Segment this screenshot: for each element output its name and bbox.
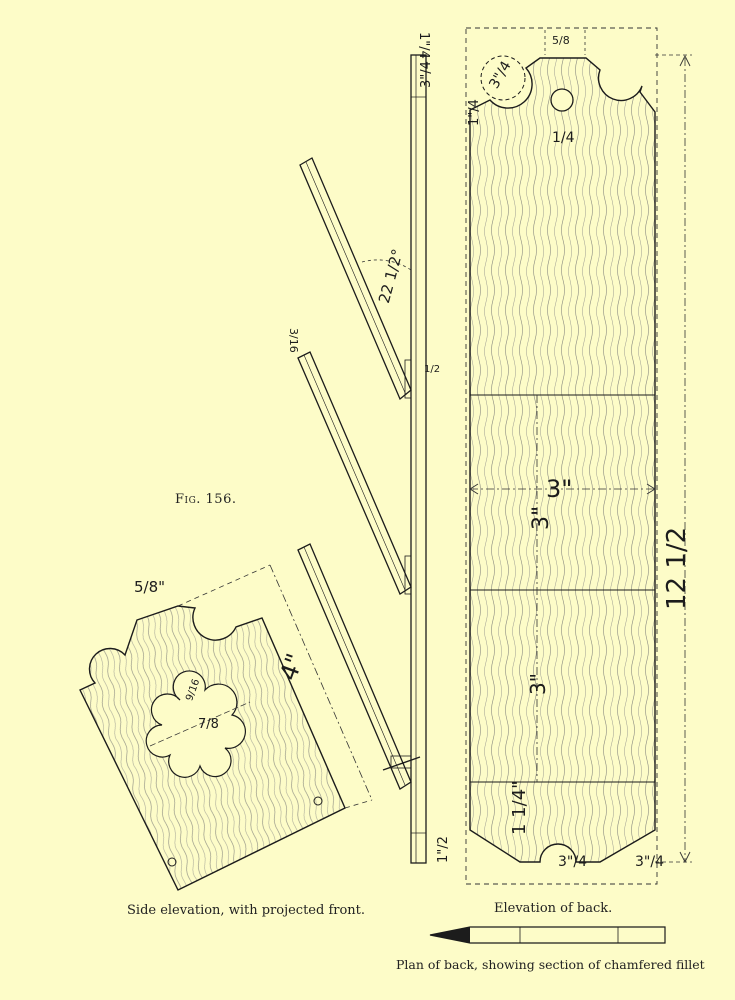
quatrefoil-opening <box>145 670 246 778</box>
dim-three-quarter-hole: 3"/4 <box>486 58 514 91</box>
dim-five-eighths-front: 5/8" <box>134 578 165 596</box>
dim-quarter-top: 1"/4 <box>416 32 431 59</box>
hang-hole <box>550 88 574 112</box>
dim-angle: 22 1/2° <box>375 247 407 305</box>
top-left-notch-circle <box>480 55 526 101</box>
caption-elevation-back: Elevation of back. <box>494 901 613 916</box>
caption-plan-back: Plan of back, showing section of chamfer… <box>396 957 705 972</box>
back-section-board <box>410 54 427 864</box>
screw-hole <box>313 796 323 806</box>
dim-half-bottom: 1"/2 <box>436 836 451 863</box>
dim-three-vertical-b: 3" <box>526 673 550 695</box>
dim-three-horizontal: 3" <box>546 475 572 503</box>
back-elevation <box>465 27 692 885</box>
dim-one-quarter-bottom: 1 1/4" <box>509 781 530 835</box>
screw-hole <box>167 857 177 867</box>
dim-quarter-hole: 1/4 <box>552 130 575 146</box>
dim-half-small: 1/2 <box>424 364 440 375</box>
dim-seven-eighths: 7/8 <box>198 717 219 732</box>
dim-three-quarter-bottom-mid: 3"/4 <box>558 854 587 870</box>
dim-three-quarter-left: 3"/4 <box>419 61 434 88</box>
dim-quarter-left: 1"/4 <box>467 99 482 126</box>
back-board-outline <box>469 57 656 863</box>
shelf-upper <box>299 157 412 401</box>
back-dashed-bound <box>465 27 658 885</box>
dim-three-quarter-bottom-right: 3"/4 <box>635 854 664 870</box>
dim-five-eighths-top: 5/8 <box>552 34 570 47</box>
dim-three-sixteenths: 3/16 <box>287 328 300 353</box>
figure-label: Fig. 156. <box>175 492 237 507</box>
caption-side-elevation: Side elevation, with projected front. <box>127 903 366 918</box>
shelf-lower <box>297 543 421 790</box>
plan-of-back <box>429 926 666 944</box>
back-side-section <box>410 54 427 864</box>
dim-line-4 <box>269 564 373 801</box>
dim-three-vertical-a: 3" <box>529 506 554 530</box>
shelf-middle <box>297 351 412 595</box>
projected-front <box>79 564 373 891</box>
dim-twelve-half: 12 1/2 <box>662 527 692 610</box>
